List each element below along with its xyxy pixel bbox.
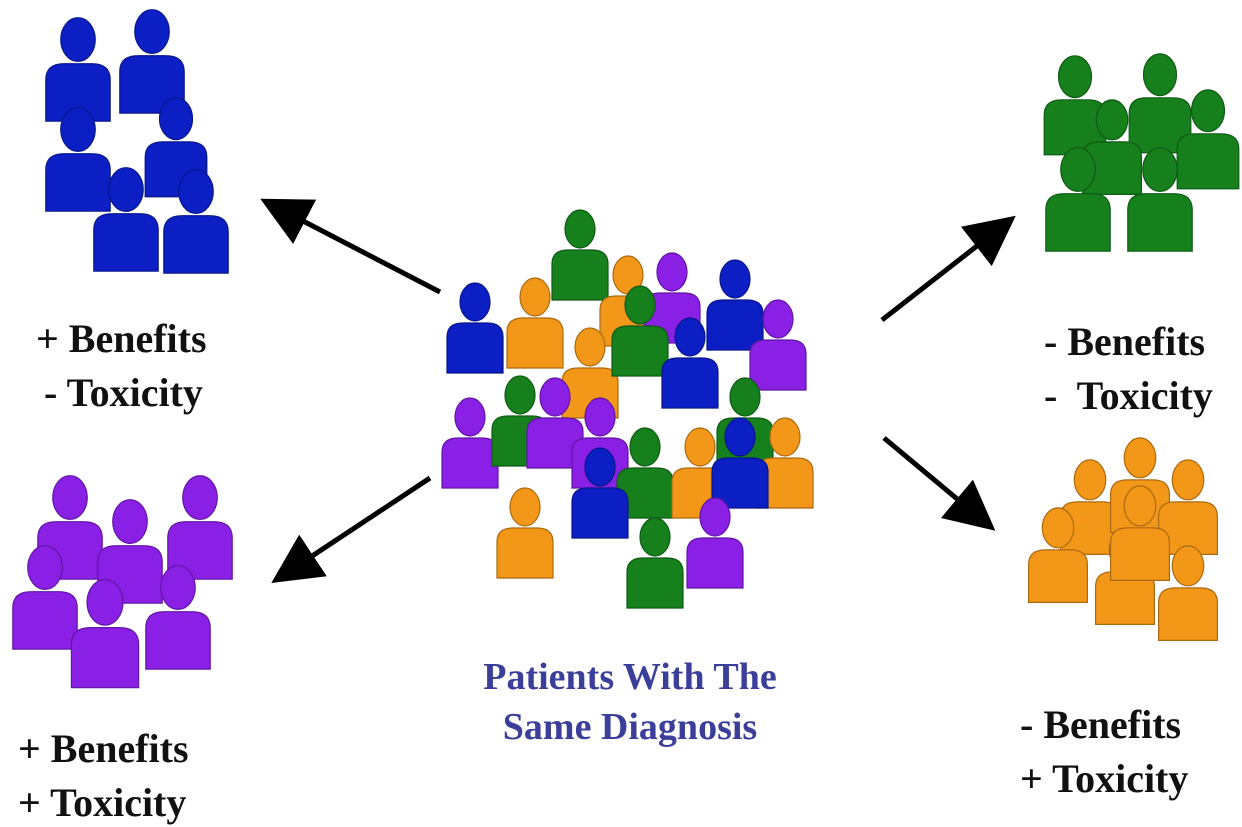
person-icon bbox=[616, 427, 674, 519]
group-label-bottom-right: - Benefits + Toxicity bbox=[1020, 698, 1188, 806]
person-icon bbox=[611, 285, 669, 377]
person-icon bbox=[45, 107, 111, 212]
toxicity-text: - Toxicity bbox=[1044, 373, 1213, 418]
person-icon bbox=[756, 417, 814, 509]
arrow-icon bbox=[882, 436, 996, 531]
person-icon bbox=[45, 17, 111, 122]
benefit-text: - Benefits bbox=[1020, 702, 1182, 747]
person-icon bbox=[1158, 545, 1218, 641]
arrow-icon bbox=[271, 475, 432, 584]
person-icon bbox=[706, 259, 764, 351]
person-icon bbox=[496, 487, 554, 579]
center-title: Patients With The Same Diagnosis bbox=[410, 652, 850, 752]
title-line-1: Patients With The bbox=[483, 656, 777, 698]
person-icon bbox=[1128, 53, 1192, 154]
title-line-2: Same Diagnosis bbox=[502, 706, 758, 748]
person-icon bbox=[70, 579, 140, 689]
person-icon bbox=[93, 167, 159, 272]
person-icon bbox=[1045, 147, 1111, 252]
person-icon bbox=[1043, 55, 1107, 156]
group-label-bottom-left: + Benefits + Toxicity bbox=[18, 722, 189, 827]
person-icon bbox=[749, 299, 807, 391]
toxicity-text: + Toxicity bbox=[18, 780, 187, 825]
arrow-icon bbox=[260, 198, 442, 295]
person-icon bbox=[661, 317, 719, 409]
person-icon bbox=[1127, 147, 1193, 252]
person-icon bbox=[686, 497, 744, 589]
person-icon bbox=[163, 169, 229, 274]
benefit-text: + Benefits bbox=[18, 726, 189, 771]
person-icon bbox=[37, 475, 103, 580]
person-icon bbox=[711, 417, 769, 509]
toxicity-text: - Toxicity bbox=[44, 370, 203, 415]
person-icon bbox=[551, 209, 609, 301]
person-icon bbox=[1176, 89, 1240, 190]
benefit-text: + Benefits bbox=[36, 316, 207, 361]
person-icon bbox=[446, 282, 504, 374]
person-icon bbox=[12, 545, 78, 650]
arrow-icon bbox=[880, 215, 1016, 322]
group-label-top-right: - Benefits - Toxicity bbox=[1044, 315, 1213, 423]
person-icon bbox=[1028, 507, 1088, 603]
person-icon bbox=[1158, 459, 1218, 555]
person-icon bbox=[1110, 485, 1170, 581]
person-icon bbox=[561, 327, 619, 419]
person-icon bbox=[506, 277, 564, 369]
toxicity-text: + Toxicity bbox=[1020, 756, 1189, 801]
person-icon bbox=[571, 447, 629, 539]
person-icon bbox=[1082, 99, 1142, 195]
person-icon bbox=[526, 377, 584, 469]
person-icon bbox=[441, 397, 499, 489]
person-icon bbox=[119, 9, 185, 114]
person-icon bbox=[145, 565, 211, 670]
benefit-text: - Benefits bbox=[1044, 319, 1206, 364]
person-icon bbox=[626, 517, 684, 609]
group-label-top-left: + Benefits - Toxicity bbox=[36, 312, 207, 420]
person-icon bbox=[167, 475, 233, 580]
